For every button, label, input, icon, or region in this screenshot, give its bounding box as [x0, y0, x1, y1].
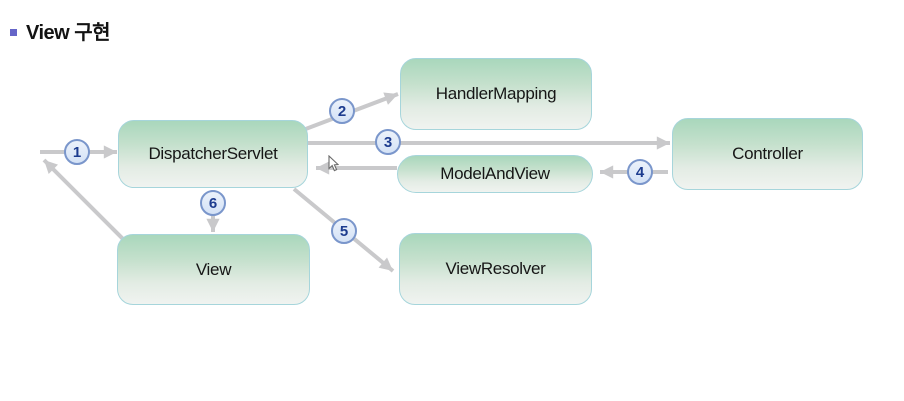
node-label: ViewResolver — [445, 259, 546, 278]
node-model-and-view: ModelAndView — [397, 155, 593, 193]
step-badge-3: 3 — [375, 129, 401, 155]
bullet-icon — [10, 28, 17, 36]
page-title: View 구현 — [10, 16, 111, 45]
step-badge-6: 6 — [200, 190, 226, 216]
node-handler-mapping: HandlerMapping — [400, 58, 592, 130]
step-badge-5: 5 — [331, 218, 357, 244]
node-label: HandlerMapping — [435, 84, 557, 103]
mouse-cursor-icon — [328, 155, 339, 172]
node-controller: Controller — [672, 118, 863, 190]
arrow-view-to-client — [42, 158, 138, 254]
node-label: DispatcherServlet — [148, 144, 278, 163]
step-badge-1: 1 — [64, 139, 90, 165]
node-label: Controller — [732, 144, 803, 163]
node-label: View — [195, 259, 232, 279]
node-dispatcher-servlet: DispatcherServlet — [118, 120, 308, 188]
page-title-text: View 구현 — [26, 22, 111, 44]
node-view: View — [117, 234, 310, 305]
node-label: ModelAndView — [440, 164, 550, 183]
step-badge-2: 2 — [329, 98, 355, 124]
step-badge-4: 4 — [627, 159, 653, 185]
node-view-resolver: ViewResolver — [399, 233, 592, 305]
